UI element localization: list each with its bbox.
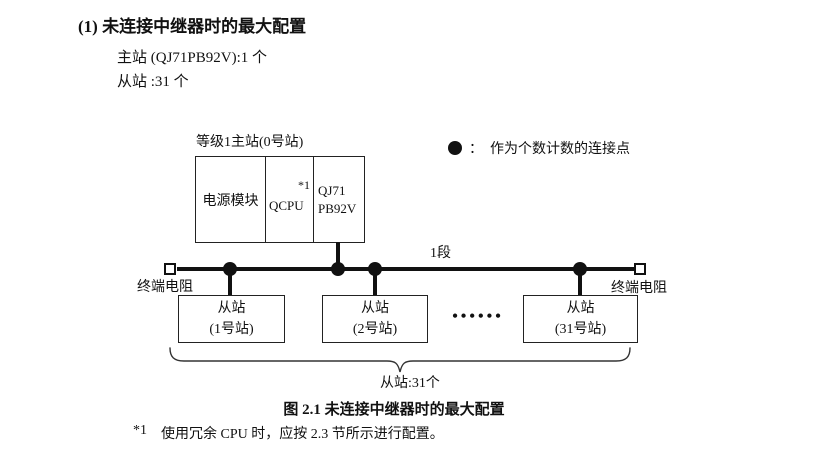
master-station-label: 等级1主站(0号站) <box>196 135 304 150</box>
figure-caption: 图 2.1 未连接中继器时的最大配置 <box>283 402 505 418</box>
slave31-drop-line <box>578 269 582 295</box>
slave-station-box-31: 从站 (31号站) <box>523 295 638 343</box>
slave-group-brace <box>169 347 631 373</box>
connection-point-master <box>331 262 345 276</box>
connection-point-slave1 <box>223 262 237 276</box>
master-count-line: 主站 (QJ71PB92V):1 个 <box>117 50 268 66</box>
pb92v-module-line2: PB92V <box>318 200 357 216</box>
slave-station-box-2: 从站 (2号站) <box>322 295 428 343</box>
section-heading: (1) 未连接中继器时的最大配置 <box>78 17 307 36</box>
ellipsis-dots: •••••• <box>452 308 504 325</box>
slave2-name: 从站 <box>361 301 389 316</box>
terminator-right-label: 终端电阻 <box>611 281 667 296</box>
cpu-module-label: QCPU <box>269 197 304 213</box>
pb92v-module-line1: QJ71 <box>318 182 346 198</box>
slave-station-box-1: 从站 (1号站) <box>178 295 285 343</box>
slave2-drop-line <box>373 269 377 295</box>
slave2-station: (2号站) <box>352 322 398 337</box>
power-module-cell: 电源模块 <box>196 157 266 242</box>
legend-separator: ： <box>469 142 483 157</box>
terminator-left-label: 终端电阻 <box>137 280 193 295</box>
slave-total-label: 从站:31个 <box>380 376 440 391</box>
slave31-name: 从站 <box>566 301 595 316</box>
slave31-station: (31号站) <box>554 322 607 337</box>
terminator-right-icon <box>634 263 646 275</box>
connection-point-slave31 <box>573 262 587 276</box>
slave1-drop-line <box>228 269 232 295</box>
footnote: *1 使用冗余 CPU 时，应按 2.3 节所示进行配置。 <box>133 423 444 443</box>
legend: ： 作为个数计数的连接点 <box>448 138 630 158</box>
footnote-ref-marker: *1 <box>298 178 310 192</box>
connection-point-slave2 <box>368 262 382 276</box>
terminator-left-icon <box>164 263 176 275</box>
cpu-module-cell: *1 QCPU <box>266 157 314 242</box>
master-drop-line <box>336 242 340 270</box>
segment-label: 1段 <box>430 246 451 261</box>
master-station-box: 电源模块 *1 QCPU QJ71 PB92V <box>195 156 365 243</box>
footnote-marker: *1 <box>133 423 147 438</box>
connection-point-icon <box>448 141 462 155</box>
legend-text: 作为个数计数的连接点 <box>490 142 630 157</box>
footnote-text: 使用冗余 CPU 时，应按 2.3 节所示进行配置。 <box>161 427 444 442</box>
bus-line <box>177 267 636 271</box>
slave-count-line: 从站 :31 个 <box>117 74 189 90</box>
slave1-name: 从站 <box>217 301 246 316</box>
pb92v-module-cell: QJ71 PB92V <box>314 157 364 242</box>
slave1-station: (1号站) <box>209 322 254 337</box>
